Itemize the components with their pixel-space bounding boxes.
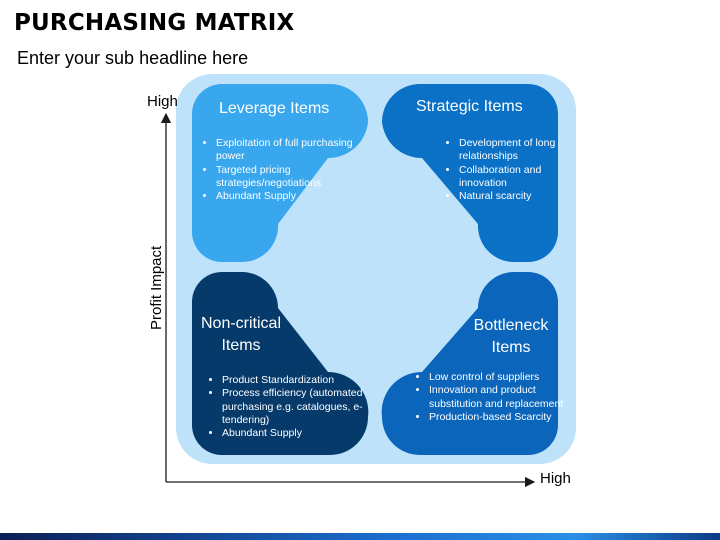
non-critical-title-line1: Non-critical <box>200 315 281 332</box>
non-critical-bullets: Product Standardization Process efficien… <box>206 374 372 440</box>
bottleneck-title: Bottleneck Items <box>468 315 554 359</box>
strategic-bullets: Development of long relationships Collab… <box>443 137 577 203</box>
bottleneck-title-line1: Bottleneck <box>473 317 549 334</box>
list-item: Production-based Scarcity <box>429 411 567 424</box>
list-item: Targeted pricing strategies/negotiations <box>216 164 366 191</box>
y-axis-title: Profit Impact <box>148 245 165 330</box>
list-item: Process efficiency (automated purchasing… <box>222 387 372 427</box>
non-critical-quadrant-shape <box>192 272 369 455</box>
list-item: Development of long relationships <box>459 137 577 164</box>
strategic-quadrant-shape <box>382 84 558 263</box>
bottleneck-bullets: Low control of suppliers Innovation and … <box>413 371 567 424</box>
page-subtitle: Enter your sub headline here <box>17 48 249 68</box>
list-item: Innovation and product substitution and … <box>429 384 567 411</box>
leverage-quadrant-shape <box>192 84 368 263</box>
list-item: Abundant Supply <box>222 427 372 440</box>
list-item: Natural scarcity <box>459 190 577 203</box>
strategic-title: Strategic Items <box>416 98 523 115</box>
x-axis-high-label: High <box>540 470 571 487</box>
y-axis-high-label: High <box>147 93 178 110</box>
page-title: PURCHASING MATRIX <box>14 10 295 36</box>
list-item: Collaboration and innovation <box>459 164 577 191</box>
leverage-title: Leverage Items <box>219 100 330 117</box>
list-item: Exploitation of full purchasing power <box>216 137 366 164</box>
bottleneck-quadrant-shape <box>381 272 558 455</box>
list-item: Product Standardization <box>222 374 372 387</box>
non-critical-title-line2: Items <box>221 337 261 354</box>
bottleneck-title-line2: Items <box>491 339 531 356</box>
footer-bar <box>0 533 720 540</box>
list-item: Abundant Supply <box>216 190 366 203</box>
leverage-bullets: Exploitation of full purchasing power Ta… <box>200 137 366 203</box>
list-item: Low control of suppliers <box>429 371 567 384</box>
non-critical-title: Non-critical Items <box>199 313 283 357</box>
